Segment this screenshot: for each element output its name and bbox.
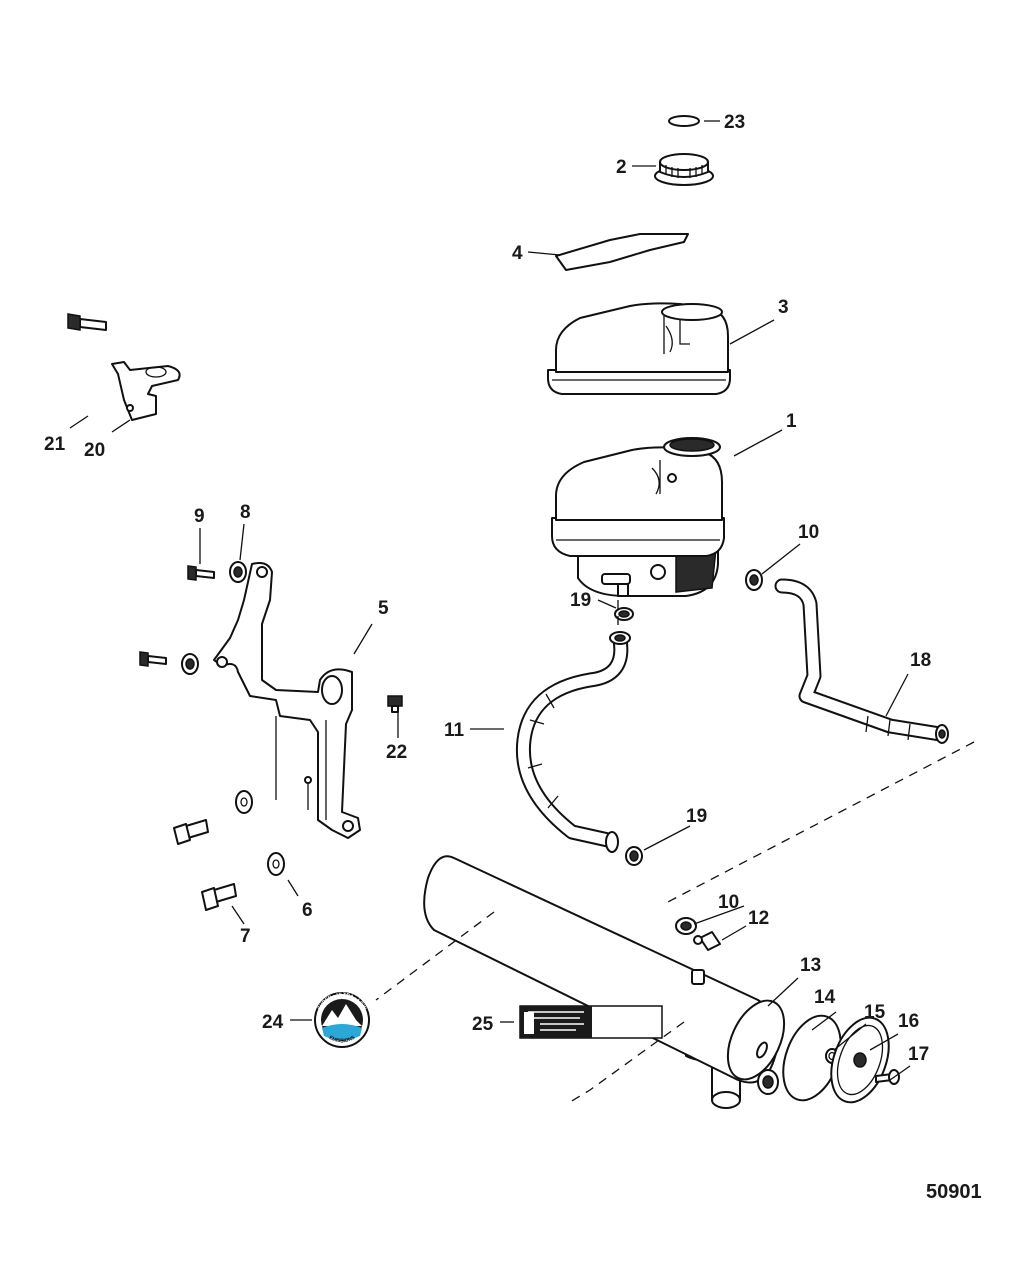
part-24-emissions-badge: SUPER • ULTRA • LOW EMISSIONS — [314, 992, 370, 1048]
callout-1: 1 — [786, 411, 797, 432]
callout-10-upper: 10 — [798, 522, 819, 543]
part-13-heat-exchanger — [423, 855, 786, 1109]
callout-21: 21 — [44, 434, 66, 455]
callout-labels: 23 2 4 3 1 9 8 5 10 19 18 11 22 19 6 7 1… — [44, 112, 982, 1203]
callout-18: 18 — [910, 650, 931, 671]
callout-12: 12 — [748, 908, 769, 929]
callout-19-upper: 19 — [570, 590, 591, 611]
part-9-screw — [139, 565, 215, 667]
callout-15: 15 — [864, 1002, 886, 1023]
part-11-hose — [515, 631, 631, 853]
part-19-clamp — [614, 607, 643, 866]
part-23-o-ring — [668, 115, 700, 127]
callout-4: 4 — [512, 243, 523, 264]
callout-24: 24 — [262, 1012, 284, 1033]
part-6-washer — [235, 790, 285, 876]
callout-23: 23 — [724, 112, 745, 133]
part-22-screw — [387, 695, 403, 713]
callout-5: 5 — [378, 598, 389, 619]
callout-2: 2 — [616, 157, 627, 178]
part-16-end-cap — [830, 1016, 890, 1104]
part-21-bolt — [67, 313, 107, 331]
callout-7: 7 — [240, 926, 251, 947]
figure-number: 50901 — [926, 1181, 982, 1203]
part-2-cap — [654, 153, 714, 186]
part-1-reservoir — [551, 437, 725, 597]
callout-8: 8 — [240, 502, 251, 523]
badge-lower-text: EMISSIONS — [328, 1034, 357, 1044]
part-7-bolt — [173, 819, 237, 911]
part-20-bracket — [111, 361, 181, 421]
callout-13: 13 — [800, 955, 821, 976]
callout-14: 14 — [814, 987, 836, 1008]
dashed-assembly-lines — [375, 600, 975, 1103]
leader-lines — [69, 120, 911, 1081]
callout-25: 25 — [472, 1014, 494, 1035]
svg-text:EMISSIONS: EMISSIONS — [328, 1034, 357, 1044]
part-8-grommet — [181, 561, 247, 675]
callout-3: 3 — [778, 297, 789, 318]
part-12-plug — [693, 931, 721, 951]
part-3-reservoir-cover — [547, 302, 731, 395]
part-10-clamp — [675, 569, 763, 935]
callout-6: 6 — [302, 900, 313, 921]
callout-20: 20 — [84, 440, 105, 461]
callout-11: 11 — [444, 720, 465, 741]
part-5-mounting-bracket — [213, 562, 361, 839]
callout-22: 22 — [386, 742, 407, 763]
callout-19-lower: 19 — [686, 806, 707, 827]
callout-9: 9 — [194, 506, 205, 527]
part-4-decal — [555, 233, 689, 271]
callout-10-lower: 10 — [718, 892, 739, 913]
callout-17: 17 — [908, 1044, 929, 1065]
part-25-label — [519, 1005, 663, 1039]
callout-16: 16 — [898, 1011, 919, 1032]
part-18-hose — [774, 578, 949, 744]
